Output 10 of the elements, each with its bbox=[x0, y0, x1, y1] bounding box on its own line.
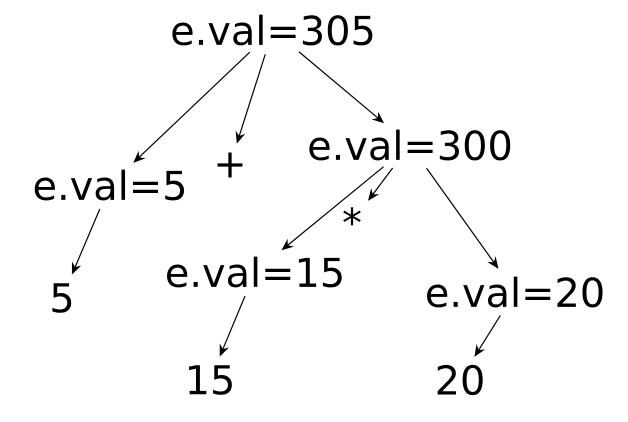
tree-node-label: 5 bbox=[52, 283, 72, 313]
tree-node-label: 20 bbox=[438, 364, 483, 396]
tree-node-label: 15 bbox=[189, 365, 232, 395]
tree-node-label: e.val=15 bbox=[167, 256, 342, 288]
tree-node-label: e.val=300 bbox=[309, 130, 510, 160]
tree-node-label: + bbox=[218, 152, 242, 178]
tree-node-label: e.val=5 bbox=[34, 170, 184, 200]
tree-node-label: * bbox=[343, 207, 361, 226]
tree-node-label: e.val=305 bbox=[172, 14, 372, 46]
tree-node-label: e.val=20 bbox=[427, 276, 603, 308]
